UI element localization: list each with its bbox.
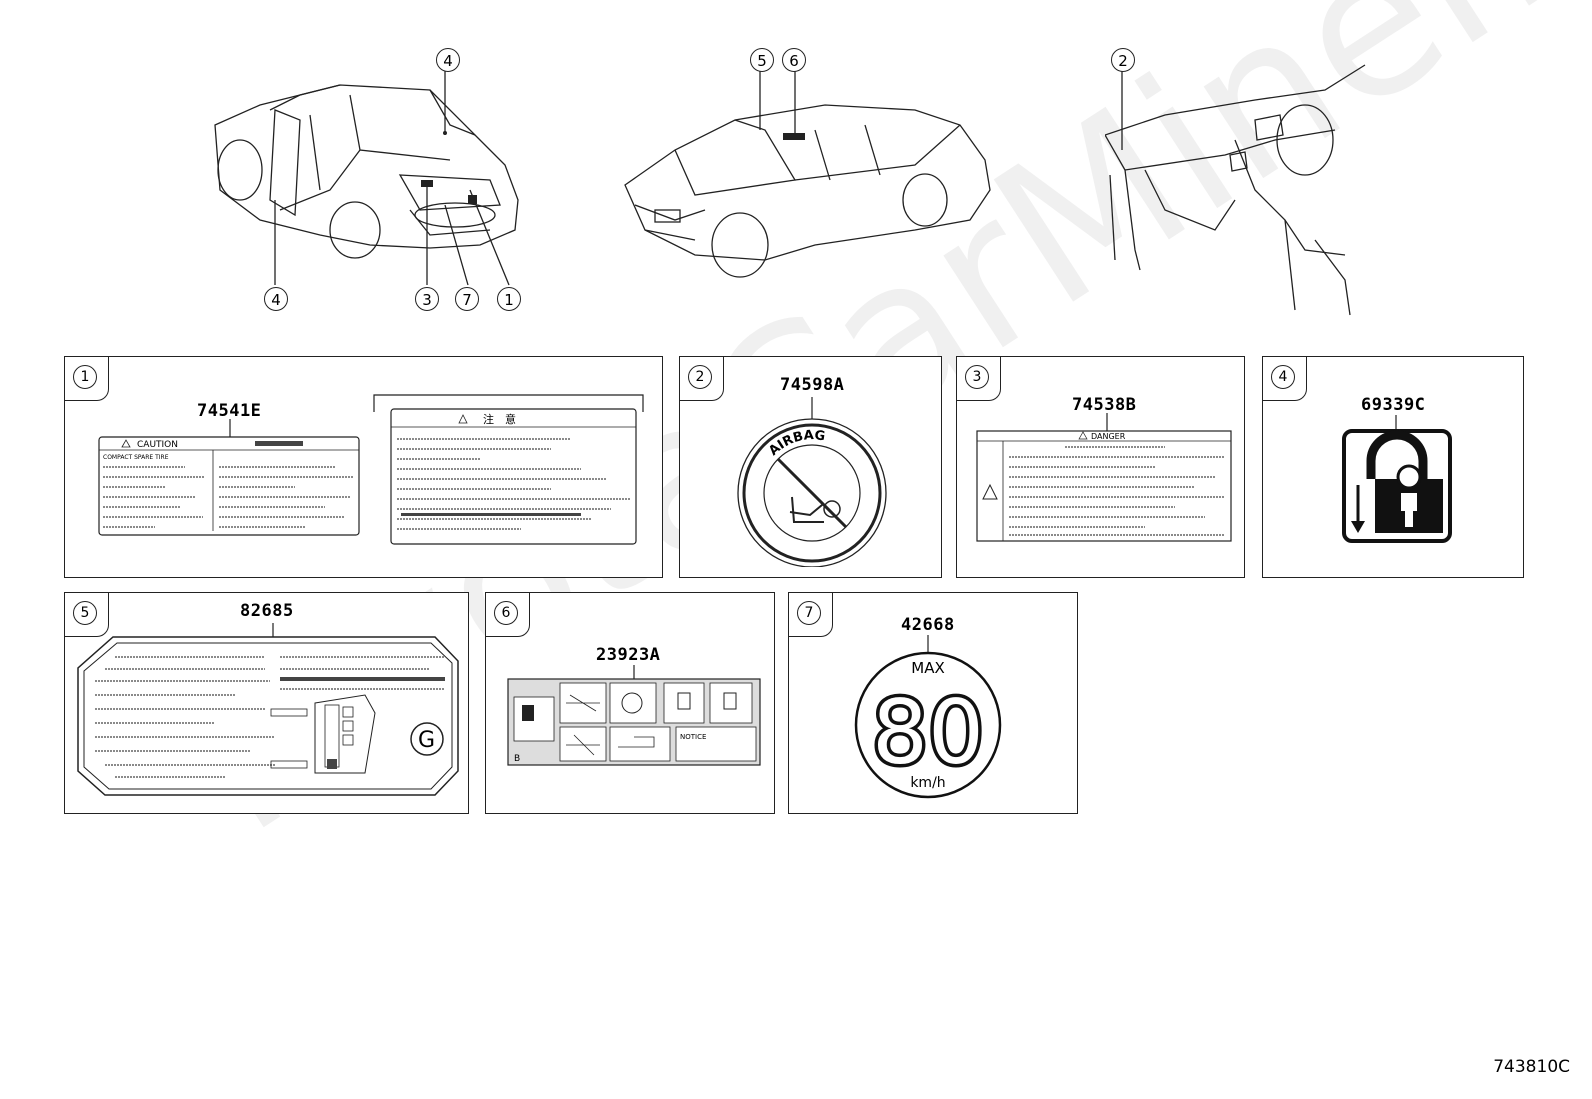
- panel-index-tab: 2: [680, 357, 724, 401]
- speed-limit-label-drawing: MAX 80 km/h: [854, 635, 1002, 799]
- panel-index-tab: 1: [65, 357, 109, 401]
- panel-index-number: 3: [965, 365, 989, 389]
- panel-index-number: 4: [1271, 365, 1295, 389]
- danger-label-drawing: DANGER: [976, 413, 1232, 542]
- part-number: 74598A: [780, 375, 845, 395]
- fuse-letter: G: [418, 728, 435, 753]
- speed-value: 80: [872, 681, 984, 784]
- panel-index-tab: 5: [65, 593, 109, 637]
- car-front-view-illustration: [624, 70, 991, 278]
- callout-2: 2: [1111, 48, 1135, 72]
- airbag-warning-disc: AIRBAG: [737, 397, 887, 567]
- max-text: MAX: [911, 659, 944, 677]
- label-panel-4: 4 69339C: [1262, 356, 1524, 578]
- label-panel-7: 7 42668 MAX 80 km/h: [788, 592, 1078, 814]
- part-number: 23923A: [596, 645, 661, 665]
- callout-7: 7: [455, 287, 479, 311]
- part-number: 42668: [901, 615, 955, 635]
- caution-title: CAUTION: [137, 440, 178, 450]
- panel-index-number: 2: [688, 365, 712, 389]
- label-panel-1: 1 74541E CAUTION COMPACT SPARE TIRE 注 意: [64, 356, 663, 578]
- panel-index-number: 5: [73, 601, 97, 625]
- notice-text: NOTICE: [680, 733, 706, 741]
- panel-index-tab: 4: [1263, 357, 1307, 401]
- unit-text: km/h: [910, 775, 945, 791]
- jp-caution-title: 注 意: [483, 412, 516, 426]
- panel-index-number: 7: [797, 601, 821, 625]
- panel-index-tab: 3: [957, 357, 1001, 401]
- danger-title: DANGER: [1091, 432, 1126, 441]
- callout-4-bottom: 4: [264, 287, 288, 311]
- callout-3: 3: [415, 287, 439, 311]
- caution-label-drawing: CAUTION COMPACT SPARE TIRE: [98, 419, 360, 536]
- fuse-info-label-drawing: G: [77, 623, 459, 796]
- callout-6: 6: [782, 48, 806, 72]
- panel-index-tab: 7: [789, 593, 833, 637]
- panel-index-number: 6: [494, 601, 518, 625]
- callout-4-top: 4: [436, 48, 460, 72]
- diagram-code: 743810C: [1493, 1057, 1570, 1077]
- callout-5: 5: [750, 48, 774, 72]
- dashboard-view-illustration: [1105, 60, 1366, 316]
- panel-index-number: 1: [73, 365, 97, 389]
- part-number: 74541E: [197, 401, 262, 421]
- callout-1: 1: [497, 287, 521, 311]
- label-panel-5: 5 82685 G: [64, 592, 469, 814]
- label-panel-6: 6 23923A NOTICE B: [485, 592, 775, 814]
- japanese-caution-label-drawing: 注 意: [373, 394, 644, 545]
- part-number: 69339C: [1361, 395, 1426, 415]
- airbag-ring-text: AIRBAG: [766, 428, 826, 459]
- corner-letter: B: [514, 754, 520, 764]
- label-panel-2: 2 74598A AIRBAG: [679, 356, 942, 578]
- caution-line: COMPACT SPARE TIRE: [103, 454, 169, 461]
- part-number: 82685: [240, 601, 294, 621]
- car-rear-view-illustration: [214, 60, 519, 286]
- label-panel-3: 3 74538B DANGER: [956, 356, 1245, 578]
- child-lock-label-drawing: [1342, 415, 1452, 543]
- pictogram-label-drawing: NOTICE B: [507, 665, 761, 766]
- panel-index-tab: 6: [486, 593, 530, 637]
- part-number: 74538B: [1072, 395, 1137, 415]
